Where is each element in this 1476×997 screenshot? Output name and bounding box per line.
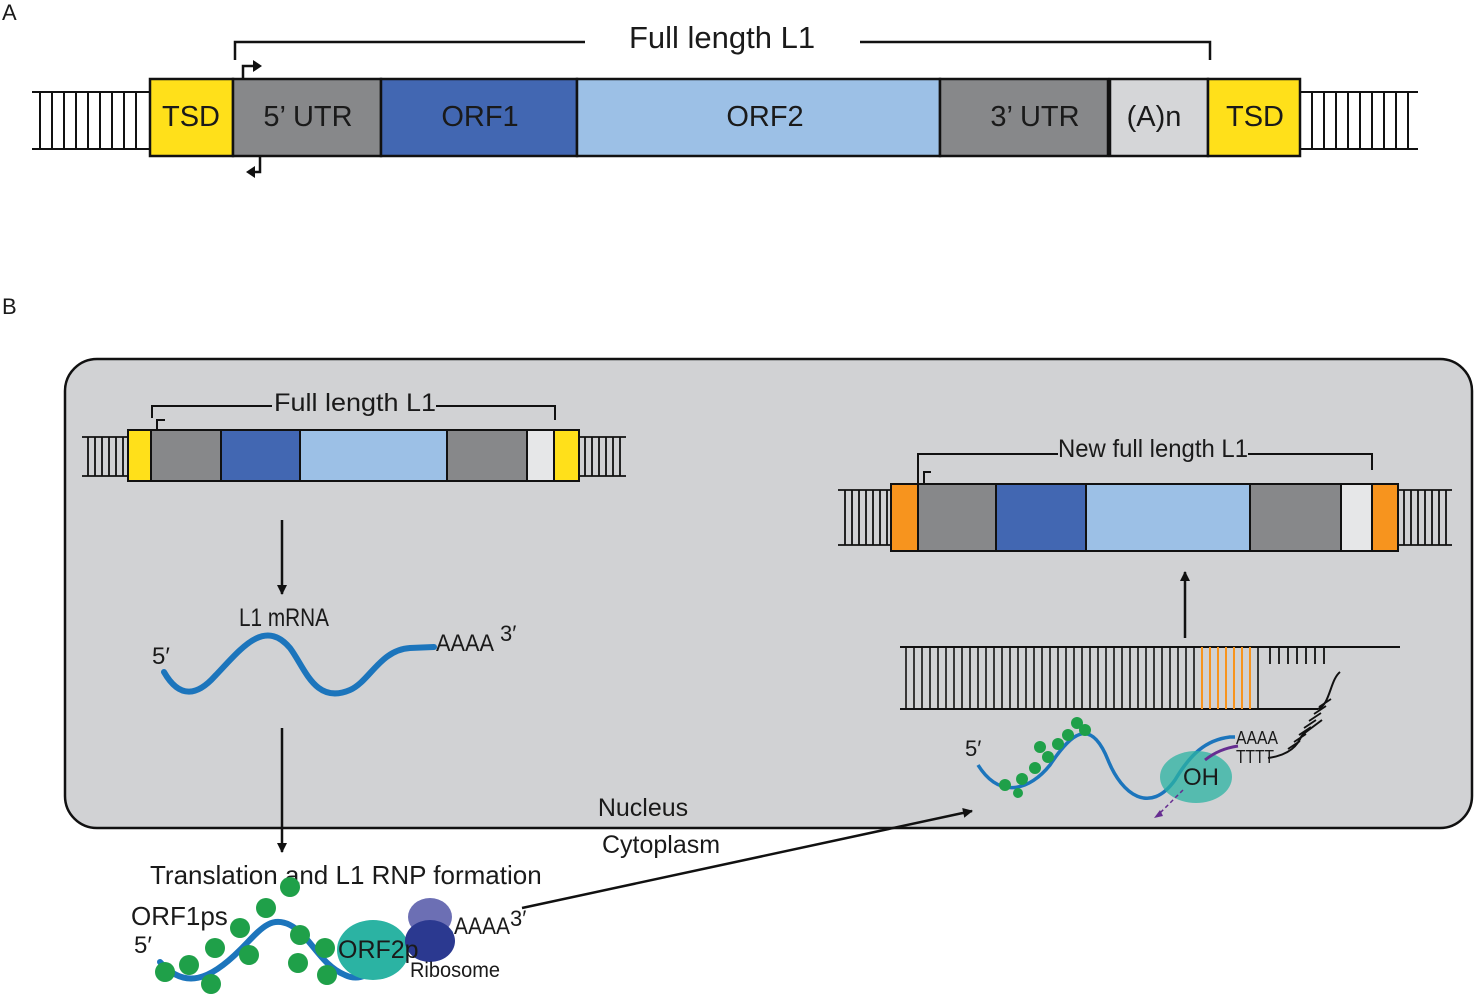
cdna-strand [1204,744,1239,762]
dna-flank-left-b [82,436,128,477]
tprt-polya-label: AAAA [1236,728,1278,748]
rnp-3prime-label: 3′ [510,906,526,931]
utr3-block [938,77,1110,158]
mrna-3prime-label: 3′ [500,621,516,646]
new-dna-flank-right [1398,489,1452,546]
orf1-label: ORF1 [441,101,518,133]
panel-b: B Full length L1 [2,294,1474,994]
dna-flank-left-a [32,91,150,150]
new-tsd-left [890,483,919,552]
small-utr5 [150,429,222,482]
orf2p-label: ORF2p [338,936,419,964]
full-length-title-a: Full length L1 [629,20,815,55]
nucleus-label: Nucleus [598,794,688,822]
utr5-block [231,77,383,158]
new-full-length-title: New full length L1 [1058,435,1248,463]
target-dna-ladder [900,646,1400,710]
orf2-label: ORF2 [726,101,803,133]
small-tsd-right [553,429,580,482]
orf1-block [379,77,579,158]
rnp-5prime-label: 5′ [134,932,152,959]
oh-label: OH [1183,764,1219,791]
tsd-left-label: TSD [162,101,220,133]
new-full-length-bracket [917,453,1373,484]
tprt-polyt-label: TTTT [1236,747,1274,767]
orf2p-oh-enzyme [1160,751,1232,803]
rt-direction-arrowhead-icon [1154,810,1163,818]
orf2-block [575,77,942,158]
panel-a-label: A [2,0,17,25]
tprt-5prime-label: 5′ [965,736,981,761]
full-length-bracket-a [233,40,1212,60]
tsd-right-block [1206,77,1302,158]
new-polya [1340,483,1373,552]
sense-promoter-arrow-icon [241,60,262,79]
panel-a: A Full length L1 [2,0,1418,178]
nuclear-import-arrow [521,808,973,910]
small-polya [526,429,555,482]
promoter-arrow-small-icon [156,419,165,430]
mrna-5prime-label: 5′ [152,643,170,670]
polya-label: (A)n [1127,101,1182,133]
small-tsd-left [127,429,152,482]
antisense-promoter-arrow-icon [246,156,262,178]
tsd-right-label: TSD [1226,101,1284,133]
panel-b-label: B [2,294,17,319]
utr5-label: 5’ UTR [263,101,352,133]
nuclear-orf1p-dots [999,717,1091,798]
rnp-polya-tail-label: AAAA [454,913,510,940]
rna-dna-strand-ticks [1287,698,1332,750]
reverse-transcription-direction [1157,789,1184,816]
polya-block [1108,77,1210,158]
small-utr3 [446,429,528,482]
cytoplasmic-rnp [155,877,455,994]
dna-flank-right-b [579,436,626,477]
small-orf2 [299,429,448,482]
new-promoter-arrow-icon [923,471,931,484]
ribosome-large-subunit [405,920,455,962]
new-utr3 [1249,483,1342,552]
cytoplasm-label: Cytoplasm [602,831,720,859]
new-orf1 [995,483,1087,552]
orf1ps-label: ORF1ps [131,901,228,931]
small-orf1 [220,429,301,482]
l1-mrna-strand [161,632,437,697]
dna-flank-right-a [1300,91,1418,150]
tprt-complex [976,698,1332,818]
orf2p-enzyme [337,920,409,980]
new-dna-flank-left [838,489,891,546]
ribosome-label: Ribosome [410,959,500,982]
full-length-bracket-b [151,405,556,420]
new-orf2 [1085,483,1251,552]
new-utr5 [917,483,997,552]
full-length-title-b: Full length L1 [274,389,436,417]
utr3-label: 3’ UTR [990,101,1079,133]
new-tsd-right [1371,483,1399,552]
orf1p-trimer-dots [155,877,337,994]
tsd-left-block [148,77,235,158]
translation-rnp-label: Translation and L1 RNP formation [150,860,542,890]
mrna-polya-tail-label: AAAA [436,630,494,657]
l1-mrna-label: L1 mRNA [239,604,329,632]
